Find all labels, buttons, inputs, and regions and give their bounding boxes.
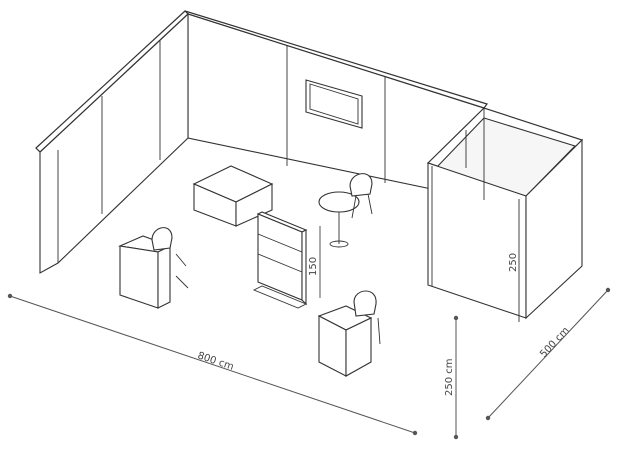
storage-cabin (426, 107, 584, 322)
chair-front (353, 290, 381, 345)
depth-label: 500 cm (538, 325, 572, 360)
chair-near-table (349, 173, 373, 219)
shelf-height-label: 150 (308, 257, 319, 276)
shelf-height-dimension: 150 (308, 226, 321, 298)
wall-height-label: 250 cm (444, 358, 455, 396)
wall-height-dimension: 250 cm (444, 315, 459, 440)
central-counter (192, 165, 274, 227)
round-table (318, 191, 360, 248)
chair-left (151, 227, 189, 289)
cabin-height-label: 250 (508, 253, 519, 272)
wall-picture-frame (305, 79, 363, 129)
front-counter (317, 305, 373, 377)
display-shelf (252, 211, 308, 309)
left-counter (118, 235, 172, 309)
length-label: 800 cm (196, 350, 235, 372)
cabin-height-dimension: 250 (508, 253, 519, 272)
left-wall (35, 10, 189, 274)
